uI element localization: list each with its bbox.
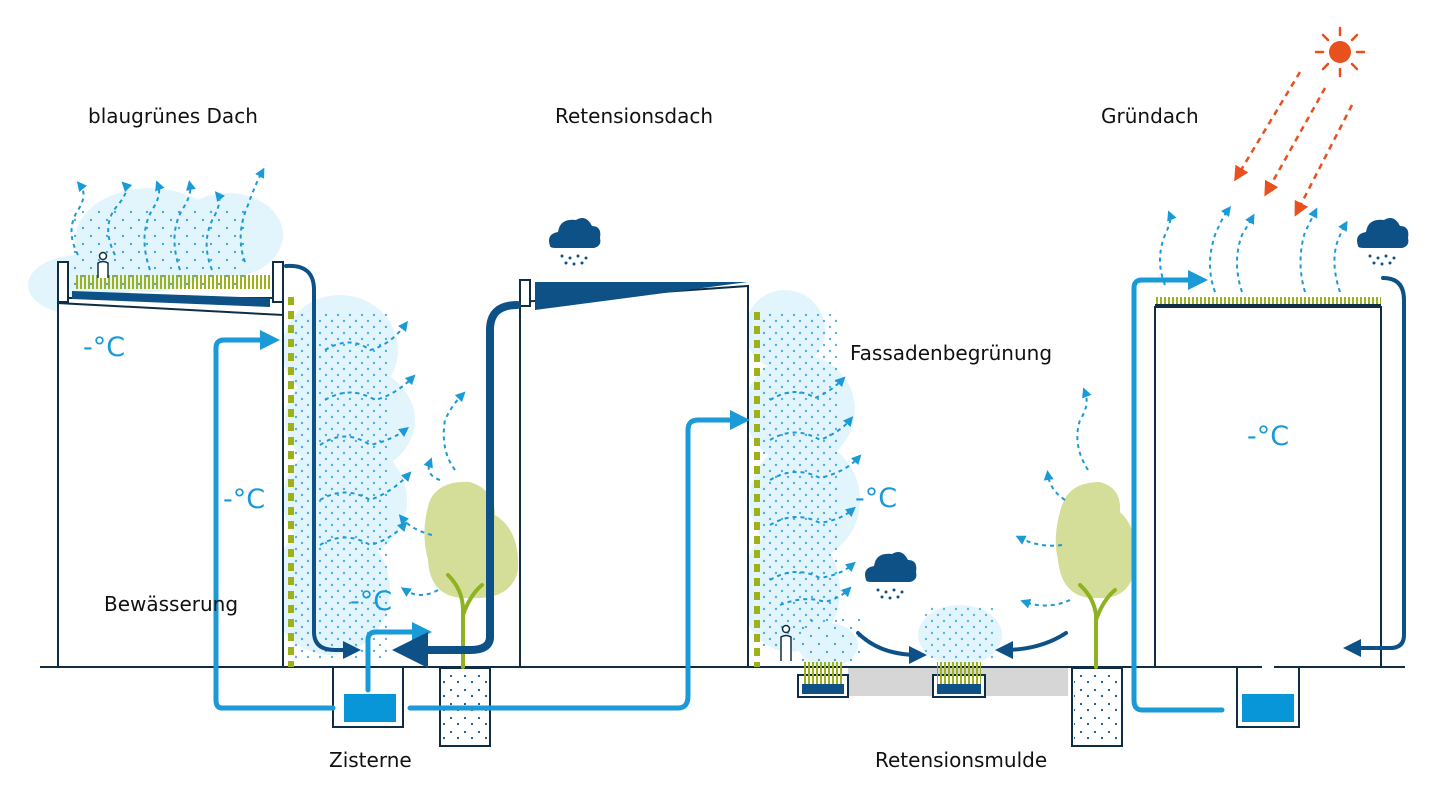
- tree-pit-right: [1071, 667, 1123, 747]
- roof-vegetation-strip: [74, 275, 270, 289]
- water-flow-arrow-icon: [213, 263, 1406, 713]
- person-icon: [97, 251, 109, 278]
- rain-cloud-icon: [865, 552, 917, 600]
- retention-water-layer: [535, 282, 748, 310]
- label-blue-green-roof: blaugrünes Dach: [88, 104, 258, 128]
- temperature-label: -°C: [1247, 421, 1289, 452]
- label-cistern: Zisterne: [329, 748, 412, 772]
- person-icon: [780, 624, 792, 661]
- sun-icon: [1314, 26, 1366, 78]
- cistern-left: [332, 666, 404, 728]
- temperature-label: -°C: [223, 484, 265, 515]
- swale-planter-left: [797, 662, 849, 698]
- evaporation-arrow-icon: [70, 167, 1348, 609]
- label-irrigation: Bewässerung: [104, 592, 238, 616]
- building-blue-green-roof: [57, 261, 284, 668]
- cistern-right: [1236, 662, 1300, 728]
- rain-cloud-icon: [549, 218, 601, 266]
- green-roof-vegetation: [1155, 297, 1381, 305]
- tree-icon: [1055, 482, 1136, 669]
- temperature-label: -°C: [350, 586, 392, 617]
- label-retention-roof: Retensionsdach: [555, 104, 713, 128]
- label-green-roof: Gründach: [1101, 104, 1199, 128]
- sunray-arrows: [1234, 71, 1354, 217]
- evaporation-haze-swale: [798, 605, 1002, 667]
- temperature-label: -°C: [855, 483, 897, 514]
- swale-planter-center: [932, 662, 986, 698]
- rain-cloud-icon: [1357, 218, 1409, 266]
- label-facade-greening: Fassadenbegrünung: [850, 341, 1052, 365]
- building-retention-roof: [519, 279, 749, 668]
- roof-water-layer: [72, 291, 270, 307]
- building-green-roof: [1154, 297, 1382, 668]
- evaporation-haze-facade-middle: [740, 290, 860, 652]
- temperature-label: -°C: [83, 332, 125, 363]
- tree-icon: [424, 481, 519, 669]
- label-retention-swale: Retensionsmulde: [875, 748, 1047, 772]
